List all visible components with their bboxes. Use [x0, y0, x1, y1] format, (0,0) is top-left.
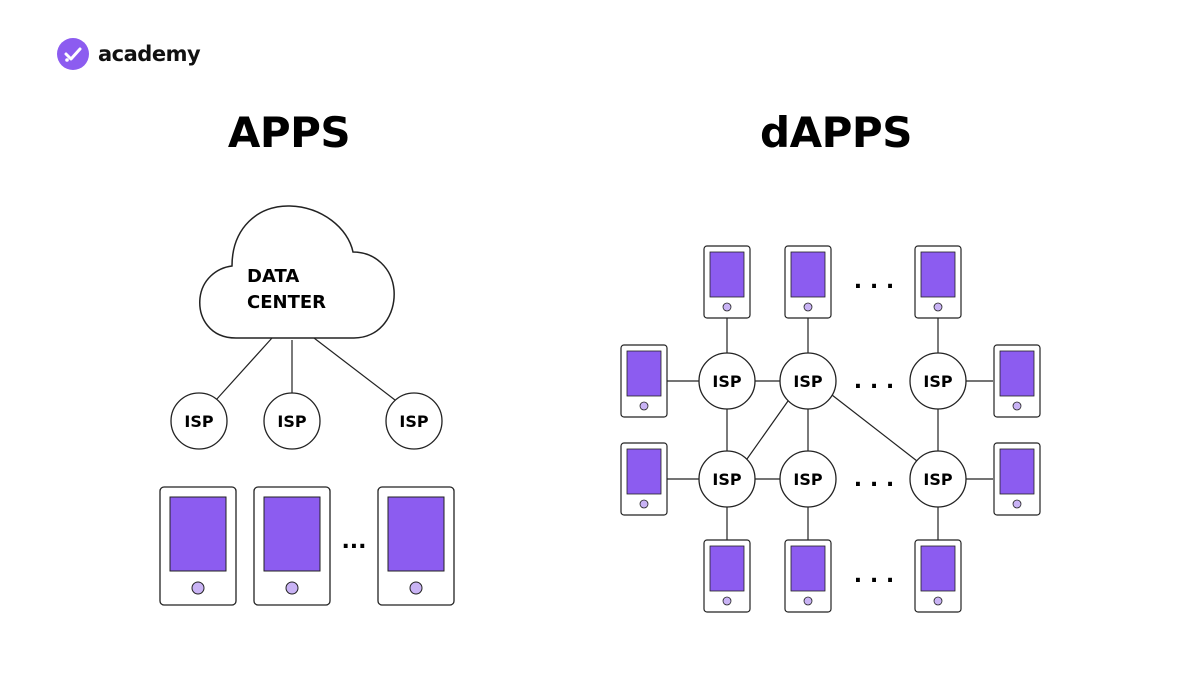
device-icon: [703, 245, 751, 319]
dapps-connections: [667, 318, 993, 540]
connection-line: [746, 400, 789, 460]
device-icon: [703, 539, 751, 613]
connection-line: [313, 337, 396, 401]
cloud-shape: [199, 205, 395, 339]
device-icon: [159, 486, 237, 606]
apps-connections: [215, 337, 396, 401]
isp-node: ISP: [909, 450, 967, 508]
isp-label: ISP: [277, 412, 306, 431]
device-icon: [993, 344, 1041, 418]
isp-label: ISP: [712, 470, 741, 489]
dapps-ellipsis: . . .: [854, 467, 894, 492]
device-icon: [784, 539, 832, 613]
dapps-title: dAPPS: [760, 108, 912, 157]
connection-line: [215, 337, 273, 401]
isp-node: ISP: [263, 392, 321, 450]
isp-label: ISP: [793, 372, 822, 391]
device-icon: [253, 486, 331, 606]
dapps-diagram: ISP ISP ISP ISP ISP ISP: [620, 245, 1041, 613]
checkmark-badge-icon: [57, 38, 89, 70]
dapps-ellipsis: . . .: [854, 563, 894, 588]
isp-label: ISP: [184, 412, 213, 431]
isp-node: ISP: [698, 352, 756, 410]
device-icon: [914, 245, 962, 319]
isp-label: ISP: [923, 372, 952, 391]
apps-title: APPS: [227, 108, 351, 157]
device-icon: [620, 442, 668, 516]
device-icon: [377, 486, 455, 606]
dapps-ellipsis: . . .: [854, 369, 894, 394]
cloud-label-line2: CENTER: [247, 292, 326, 313]
device-icon: [620, 344, 668, 418]
isp-node: ISP: [385, 392, 443, 450]
isp-node: ISP: [779, 450, 837, 508]
device-icon: [784, 245, 832, 319]
isp-label: ISP: [923, 470, 952, 489]
data-center-cloud: DATA CENTER: [199, 205, 395, 339]
isp-label: ISP: [793, 470, 822, 489]
dapps-ellipsis: . . .: [854, 269, 894, 294]
brand-name: academy: [98, 42, 201, 66]
isp-label: ISP: [399, 412, 428, 431]
apps-diagram: DATA CENTER ISP ISP ISP: [159, 205, 455, 606]
cloud-label-line1: DATA: [247, 266, 299, 287]
isp-node: ISP: [698, 450, 756, 508]
isp-node: ISP: [909, 352, 967, 410]
device-icon: [914, 539, 962, 613]
device-icon: [993, 442, 1041, 516]
brand-logo: academy: [57, 38, 201, 70]
isp-node: ISP: [170, 392, 228, 450]
apps-ellipsis: ...: [341, 529, 366, 554]
connection-line: [831, 394, 918, 462]
isp-label: ISP: [712, 372, 741, 391]
isp-node: ISP: [779, 352, 837, 410]
